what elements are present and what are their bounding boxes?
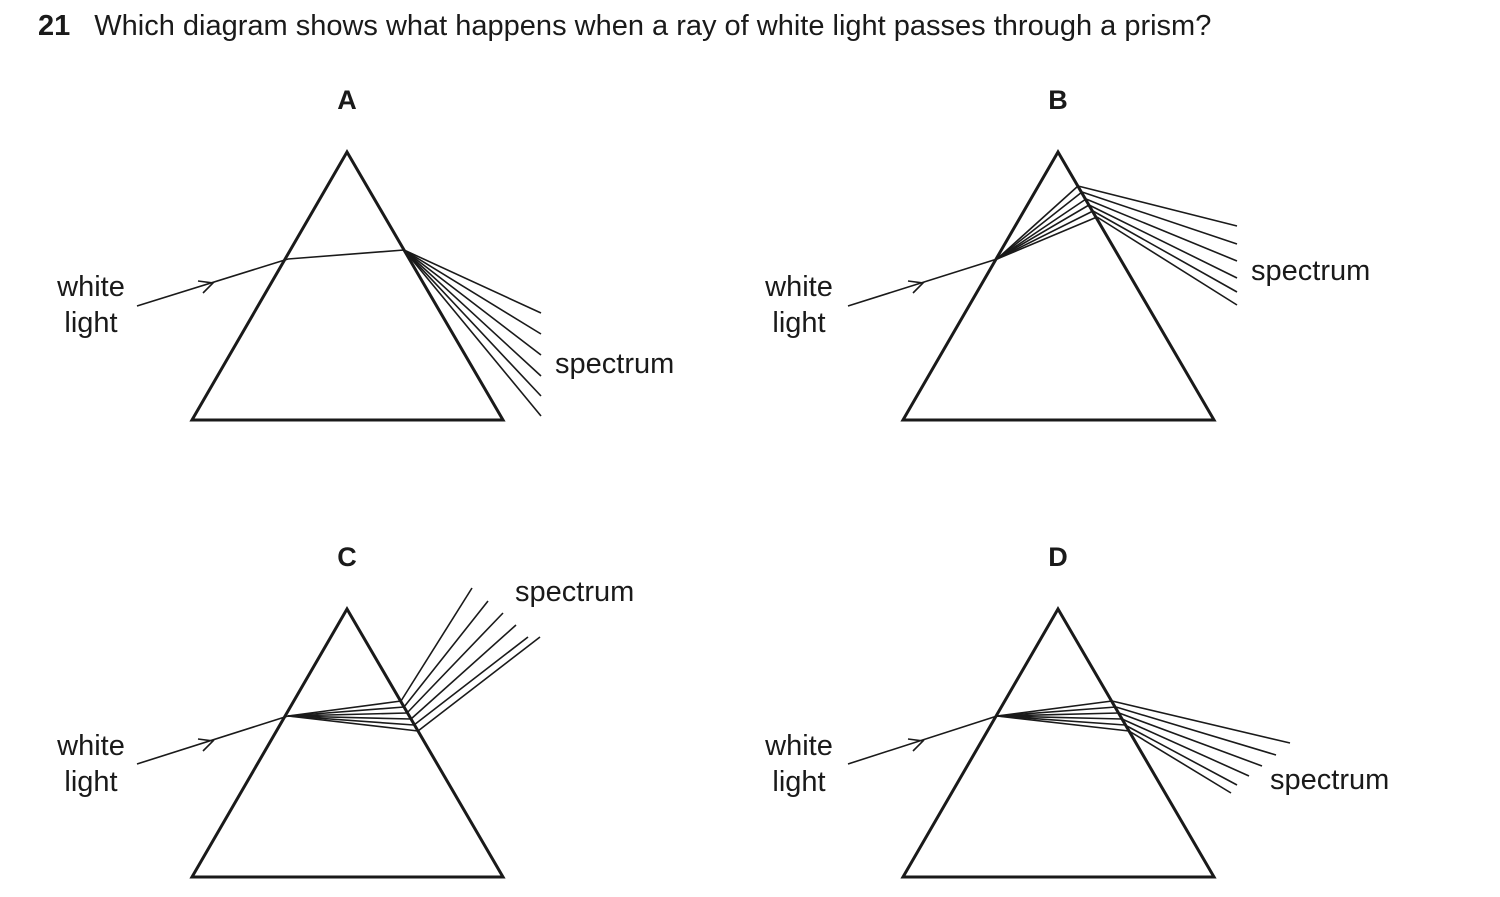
incident-label-line2-d: light	[772, 766, 825, 798]
option-a: A white light spectrum	[56, 85, 674, 422]
prism-a	[189, 149, 506, 422]
spectrum-label-b: spectrum	[1251, 255, 1370, 287]
incident-label-line1-c: white	[56, 730, 125, 762]
prism-c	[189, 606, 506, 879]
arrowhead-d	[907, 738, 925, 752]
arrowhead-b	[907, 280, 925, 294]
option-letter-d: D	[1048, 542, 1068, 572]
option-b: B white light spectrum	[764, 85, 1370, 422]
option-letter-a: A	[337, 85, 357, 115]
incident-ray-d	[847, 715, 998, 765]
spectrum-rays-a	[403, 249, 542, 417]
option-c: C white light spectrum	[56, 542, 634, 879]
incident-ray-c	[136, 715, 289, 765]
spectrum-rays-d	[1111, 700, 1291, 794]
arrowhead-c	[197, 738, 215, 752]
incident-label-line2-b: light	[772, 307, 825, 339]
question-number: 21	[38, 10, 71, 42]
prism-d	[900, 606, 1217, 879]
internal-rays-d	[996, 700, 1130, 732]
internal-ray-a	[287, 249, 405, 260]
incident-label-line1-d: white	[764, 730, 833, 762]
option-letter-c: C	[337, 542, 357, 572]
arrowhead-a	[197, 280, 215, 294]
question-text: Which diagram shows what happens when a …	[94, 10, 1212, 42]
spectrum-label-d: spectrum	[1270, 764, 1389, 796]
incident-label-line2-c: light	[64, 766, 117, 798]
spectrum-rays-b	[1077, 185, 1238, 306]
option-letter-b: B	[1048, 85, 1068, 115]
incident-label-line2-a: light	[64, 307, 117, 339]
spectrum-label-a: spectrum	[555, 348, 674, 380]
internal-rays-c	[287, 700, 419, 732]
prism-b	[900, 149, 1217, 422]
spectrum-label-c: spectrum	[515, 576, 634, 608]
incident-label-line1-b: white	[764, 271, 833, 303]
incident-label-line1-a: white	[56, 271, 125, 303]
internal-rays-b	[996, 185, 1098, 260]
question: 21 Which diagram shows what happens when …	[38, 10, 1211, 43]
option-d: D white light spectrum	[764, 542, 1389, 879]
spectrum-rays-c	[400, 587, 541, 732]
